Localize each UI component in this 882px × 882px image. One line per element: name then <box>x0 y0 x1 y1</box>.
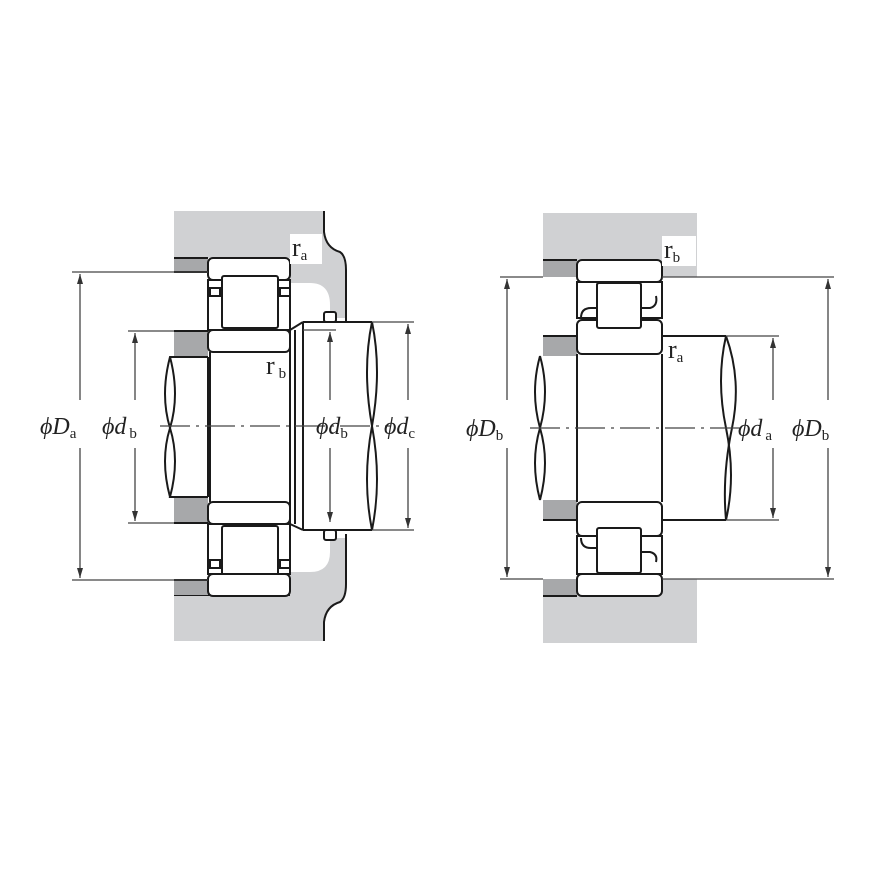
roller <box>596 527 642 574</box>
label-phi-Da: ϕDa <box>40 414 77 442</box>
shoulder <box>174 497 208 523</box>
label-ra-right: ra <box>668 335 684 366</box>
label-phi-dc: ϕdc <box>384 414 415 442</box>
label-ra: ra <box>292 233 308 264</box>
shoulder <box>174 580 208 595</box>
label-phi-db-right: ϕdb <box>316 414 348 442</box>
shoulder <box>543 579 577 596</box>
shoulder <box>543 260 577 277</box>
shoulder <box>174 258 208 272</box>
label-phi-Db-right: ϕDb <box>792 416 829 444</box>
label-rb-right: rb <box>664 235 680 266</box>
shoulder <box>543 336 577 356</box>
housing-bottom-left <box>174 538 346 641</box>
roller <box>221 525 279 579</box>
shoulder <box>174 331 208 357</box>
label-phi-Db-left: ϕDb <box>466 416 503 444</box>
roller <box>221 275 279 329</box>
shoulder <box>543 500 577 520</box>
